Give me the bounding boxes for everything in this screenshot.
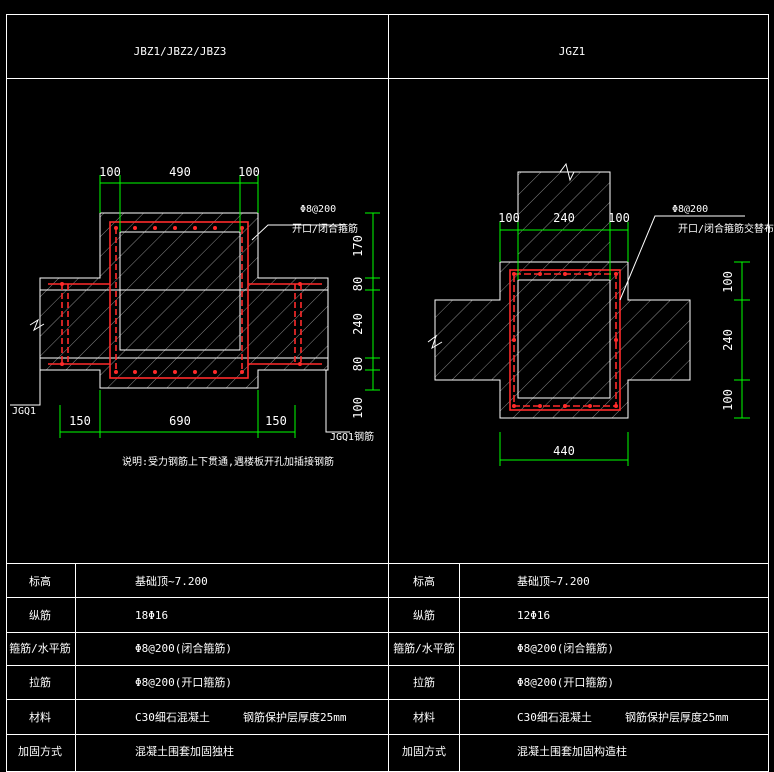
left-leaders: [10, 224, 350, 433]
table-grid: [6, 563, 769, 772]
table-row-5-label: 材料: [29, 710, 51, 724]
right-dim-top-1: 100: [498, 211, 520, 225]
table-row-4-left: Φ8@200(开口箍筋): [135, 675, 232, 689]
left-dimension-lines: [59, 175, 380, 438]
table-row-5-right-label: 材料: [413, 710, 435, 724]
left-stirrup-note-2: 开口/闭合箍筋: [292, 222, 358, 235]
table-row-6-label: 加固方式: [18, 744, 62, 758]
left-section-rebar: [48, 221, 322, 379]
table-row-1-left: 基础顶~7.200: [135, 575, 208, 588]
left-dim-bottom-3: 150: [265, 414, 287, 428]
table-row-4-right-label: 拉筋: [413, 675, 435, 689]
left-dim-top-1: 100: [99, 165, 121, 179]
left-dim-right-2: 80: [351, 277, 365, 291]
right-section-concrete: [427, 162, 691, 419]
right-rebar-dots: [512, 272, 618, 408]
label-jgq1: JGQ1: [12, 406, 36, 417]
right-stirrup-note: Φ8@200: [672, 204, 708, 215]
right-stirrup-note-2: 开口/闭合箍筋交替布置: [678, 222, 774, 235]
right-dim-top-2: 240: [553, 211, 575, 225]
left-rebar-dots: [60, 226, 302, 374]
left-stirrup-note: Φ8@200: [300, 204, 336, 215]
left-remark: 说明:受力钢筋上下贯通,遇楼板开孔加插接钢筋: [122, 455, 334, 468]
label-jgq1-rebar: JGQ1钢筋: [330, 430, 374, 443]
left-dim-right-1: 170: [351, 235, 365, 257]
table-row-6-right-label: 加固方式: [402, 744, 446, 758]
table-row-3-right-label: 箍筋/水平筋: [393, 641, 455, 655]
table-row-1-label: 标高: [29, 574, 51, 588]
table-row-6-left: 混凝土围套加固独柱: [135, 744, 234, 758]
table-row-1-right: 基础顶~7.200: [517, 575, 590, 588]
table-row-3-left: Φ8@200(闭合箍筋): [135, 641, 232, 655]
left-dim-top-3: 100: [238, 165, 260, 179]
sheet-frame: [6, 14, 769, 772]
left-section-concrete: [29, 212, 329, 389]
right-dim-right-2: 240: [721, 329, 735, 351]
right-leaders: [619, 215, 745, 301]
table-row-4-right: Φ8@200(开口箍筋): [517, 675, 614, 689]
table-row-2-label: 纵筋: [29, 608, 51, 622]
left-dim-bottom-2: 690: [169, 414, 191, 428]
left-dim-right-3: 240: [351, 313, 365, 335]
table-row-1-right-label: 标高: [413, 574, 435, 588]
table-row-3-right: Φ8@200(闭合箍筋): [517, 641, 614, 655]
table-row-6-right: 混凝土围套加固构造柱: [517, 744, 627, 758]
right-dimension-lines: [499, 222, 750, 466]
table-row-5-right: C30细石混凝土 钢筋保护层厚度25mm: [517, 710, 729, 724]
table-row-2-right: 12Φ16: [517, 609, 550, 622]
table-cells: 标高 基础顶~7.200 标高 基础顶~7.200 纵筋 18Φ16 纵筋 12…: [9, 574, 729, 758]
left-dim-right-4: 80: [351, 357, 365, 371]
table-row-2-left: 18Φ16: [135, 609, 168, 622]
right-dim-right-1: 100: [721, 271, 735, 293]
table-row-5-left: C30细石混凝土 钢筋保护层厚度25mm: [135, 710, 347, 724]
table-row-2-right-label: 纵筋: [413, 608, 435, 622]
right-dim-bottom: 440: [553, 444, 575, 458]
left-dim-bottom-1: 150: [69, 414, 91, 428]
left-dim-right-5: 100: [351, 397, 365, 419]
right-dim-right-3: 100: [721, 389, 735, 411]
table-row-4-label: 拉筋: [29, 675, 51, 689]
title-right: JGZ1: [559, 45, 586, 58]
title-left: JBZ1/JBZ2/JBZ3: [134, 45, 227, 58]
table-row-3-label: 箍筋/水平筋: [9, 641, 71, 655]
left-dim-top-2: 490: [169, 165, 191, 179]
right-dim-top-3: 100: [608, 211, 630, 225]
